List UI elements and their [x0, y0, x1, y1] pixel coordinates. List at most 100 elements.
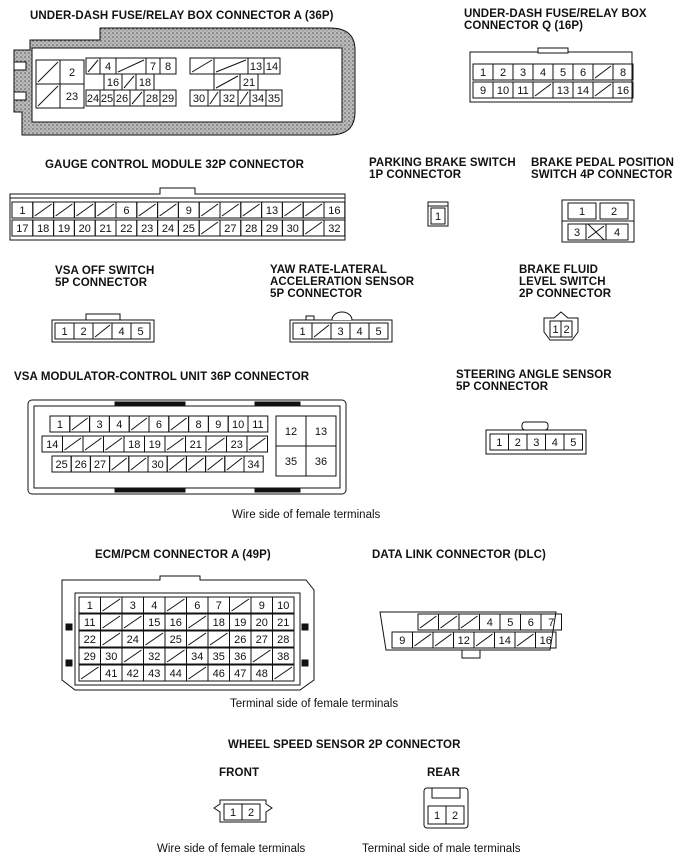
ecm-pin-label: 34 [191, 651, 203, 663]
underdash-q-pin-label: 14 [577, 85, 589, 97]
vsa-mod-pin-label: 26 [75, 459, 87, 471]
gauge-pin-label: 20 [79, 223, 91, 235]
yaw-pin-label: 4 [356, 326, 362, 338]
underdash-q-pin-label: 2 [500, 67, 506, 79]
yaw-unused-slash [313, 324, 330, 338]
vsa-mod-pin-label: 30 [151, 459, 163, 471]
gauge-unused-slash [221, 203, 240, 217]
underdash-q-cell [612, 81, 634, 99]
gauge-unused-slash [34, 203, 52, 217]
ecm-pin-label: 18 [213, 617, 225, 629]
ecm-unused-slash [231, 598, 250, 612]
dlc-unused-slash [516, 633, 534, 647]
ecm-unused-slash [102, 632, 121, 646]
ecm-unused-slash [123, 649, 142, 663]
dlc-pin-label: 5 [507, 617, 513, 629]
dlc-cell [535, 631, 557, 649]
gauge-pin-label: 13 [266, 205, 278, 217]
gauge-unused-slash [304, 203, 323, 217]
underdash-q-unused-slash [534, 83, 552, 97]
vsa-mod-unused-slash [168, 457, 185, 471]
vsa-mod-unused-slash [130, 457, 147, 471]
yaw-pin-label: 5 [375, 326, 381, 338]
underdash-q-cell [612, 63, 634, 81]
gauge-cell [323, 201, 346, 219]
wheel-rear-pin-label: 1 [434, 810, 440, 822]
dlc-unused-slash [434, 633, 452, 647]
brake-fluid-pin-label: 1 [552, 324, 558, 336]
gauge-unused-slash [304, 221, 323, 235]
brake-fluid-cell [560, 320, 573, 338]
ecm-pin-label: 46 [213, 668, 225, 680]
vsa-mod-unused-slash [105, 437, 123, 451]
underdash-a-pin-label: 14 [266, 61, 278, 73]
ecm-pin-label: 3 [130, 600, 136, 612]
dlc-pin-label: 12 [458, 635, 470, 647]
dlc-pin-label: 6 [528, 617, 534, 629]
vsa-off-cell [130, 322, 151, 340]
underdash-a-unused-slash [215, 59, 247, 73]
ecm-pin-label: 30 [105, 651, 117, 663]
ecm-housing [61, 575, 315, 691]
ecm-unused-slash [252, 649, 271, 663]
vsa-off-unused-slash [94, 324, 111, 338]
vsa-mod-pin-label: 6 [156, 419, 162, 431]
underdash-a-unused-slash [37, 85, 59, 107]
ecm-pin-label: 20 [256, 617, 268, 629]
underdash-a-pin-label: 28 [146, 93, 158, 105]
vsa-mod-pin-label: 18 [128, 439, 140, 451]
gauge-housing [9, 187, 346, 241]
dlc-unused-slash [414, 633, 432, 647]
gauge-pin-label: 21 [99, 223, 111, 235]
vsa-mod-unused-slash [207, 437, 225, 451]
ecm-pin-label: 41 [105, 668, 117, 680]
ecm-unused-slash [123, 615, 142, 629]
ecm-cell [272, 630, 295, 648]
vsa-mod-cell [246, 435, 268, 453]
vsa-mod-unused-slash [64, 437, 82, 451]
vsa-off-pin-label: 4 [118, 326, 124, 338]
underdash-q-pin-label: 11 [517, 85, 528, 97]
ecm-pin-label: 28 [277, 634, 289, 646]
dlc-unused-slash [419, 615, 437, 629]
ecm-cell [272, 647, 295, 665]
underdash-a-cell [265, 89, 283, 107]
brake-pedal-pin-label: 2 [611, 206, 617, 218]
underdash-a-pin-label: 4 [105, 61, 111, 73]
underdash-q-unused-slash [594, 65, 612, 79]
parking-title: PARKING BRAKE SWITCH 1P CONNECTOR [369, 157, 516, 181]
ecm-pin-label: 43 [148, 668, 160, 680]
steering-pin-label: 4 [552, 437, 558, 449]
underdash-a-cell [159, 89, 177, 107]
brake-fluid-title: BRAKE FLUID LEVEL SWITCH 2P CONNECTOR [519, 264, 612, 300]
yaw-pin-label: 1 [299, 326, 305, 338]
gauge-pin-label: 23 [141, 223, 153, 235]
vsa-mod-unused-slash [170, 417, 187, 431]
ecm-pin-label: 35 [213, 651, 225, 663]
wheel-rear-pin-label: 2 [452, 810, 458, 822]
underdash-q-housing [469, 51, 633, 103]
gauge-unused-slash [200, 203, 219, 217]
ecm-pin-label: 19 [234, 617, 246, 629]
ecm-pin-label: 22 [84, 634, 96, 646]
caption-terminal-side-female: Terminal side of female terminals [230, 698, 399, 710]
wheel-front-housing [213, 799, 273, 823]
ecm-unused-slash [188, 632, 207, 646]
gauge-pin-label: 6 [123, 205, 129, 217]
underdash-a-pin-label: 7 [150, 61, 156, 73]
underdash-a-pin-label: 18 [139, 77, 151, 89]
vsa-mod-unused-slash [207, 457, 224, 471]
ecm-pin-label: 25 [170, 634, 182, 646]
brake-pedal-cell [605, 223, 629, 241]
underdash-q-pin-label: 8 [620, 67, 626, 79]
ecm-unused-slash [102, 598, 121, 612]
ecm-pin-label: 26 [234, 634, 246, 646]
gauge-pin-label: 18 [37, 223, 49, 235]
vsa-mod-pin-label: 23 [231, 439, 243, 451]
dlc-pin-label: 7 [548, 617, 554, 629]
underdash-a-pin-label: 2 [69, 67, 75, 79]
ecm-title: ECM/PCM CONNECTOR A (49P) [95, 549, 271, 561]
vsa-mod-pin-label: 9 [215, 419, 221, 431]
vsa-off-pin-label: 2 [80, 326, 86, 338]
ecm-pin-label: 27 [256, 634, 268, 646]
